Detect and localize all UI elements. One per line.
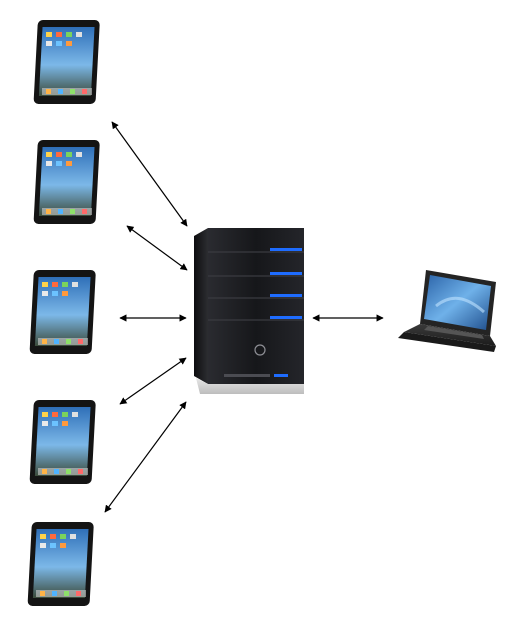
tablet-icon [30, 138, 106, 228]
tablet-icon [26, 268, 102, 358]
connector-arrow [104, 401, 187, 513]
connector-arrow [111, 121, 188, 227]
server-tower-icon [190, 226, 308, 398]
connector-arrow [119, 357, 187, 405]
laptop-icon [386, 266, 502, 358]
tablet-icon [26, 398, 102, 488]
tablet-icon [24, 520, 100, 610]
tablet-icon [30, 18, 106, 108]
connector-arrow [126, 225, 188, 271]
